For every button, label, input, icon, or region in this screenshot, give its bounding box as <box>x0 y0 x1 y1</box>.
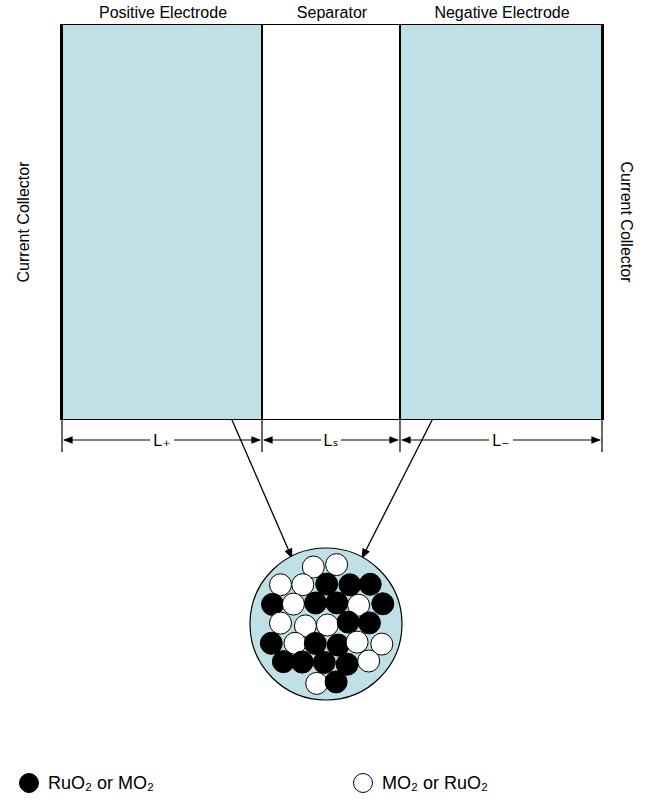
particle <box>358 612 380 634</box>
dimension-label: L₊ <box>150 431 173 450</box>
particle <box>346 631 368 653</box>
electrode-band: Negative Electrode <box>400 24 602 420</box>
legend-text: RuO₂ or MO₂ <box>48 773 154 794</box>
particle <box>358 650 380 672</box>
legend-item: RuO₂ or MO₂ <box>18 772 154 794</box>
legend-item: MO₂ or RuO₂ <box>352 772 488 794</box>
dimension-label: Lₛ <box>321 431 342 450</box>
dimension-ticks <box>62 420 602 452</box>
collector-label: Current Collector <box>15 159 33 286</box>
particle <box>270 574 292 596</box>
particle <box>372 593 394 615</box>
magnified-view <box>250 548 402 700</box>
particle <box>326 592 348 614</box>
particle <box>282 593 304 615</box>
collector-label: Current Collector <box>617 159 635 286</box>
particle <box>292 574 314 596</box>
particle <box>339 574 361 596</box>
band-heading: Positive Electrode <box>99 4 227 22</box>
particle <box>316 614 338 636</box>
band-heading: Separator <box>297 4 367 22</box>
separator-band: Separator <box>262 24 400 420</box>
particle <box>313 651 335 673</box>
particle <box>306 672 328 694</box>
particle <box>337 611 359 633</box>
particle <box>291 651 313 673</box>
legend-text: MO₂ or RuO₂ <box>382 773 488 794</box>
particle <box>326 554 348 576</box>
legend-marker <box>18 772 40 794</box>
band-heading: Negative Electrode <box>434 4 569 22</box>
particle <box>305 592 327 614</box>
particle <box>270 612 292 634</box>
electrode-band: Positive Electrode <box>62 24 262 420</box>
legend-marker <box>352 772 374 794</box>
particle <box>359 573 381 595</box>
dimension-label: L₋ <box>489 431 512 450</box>
particles <box>260 554 394 695</box>
particle <box>325 671 347 693</box>
